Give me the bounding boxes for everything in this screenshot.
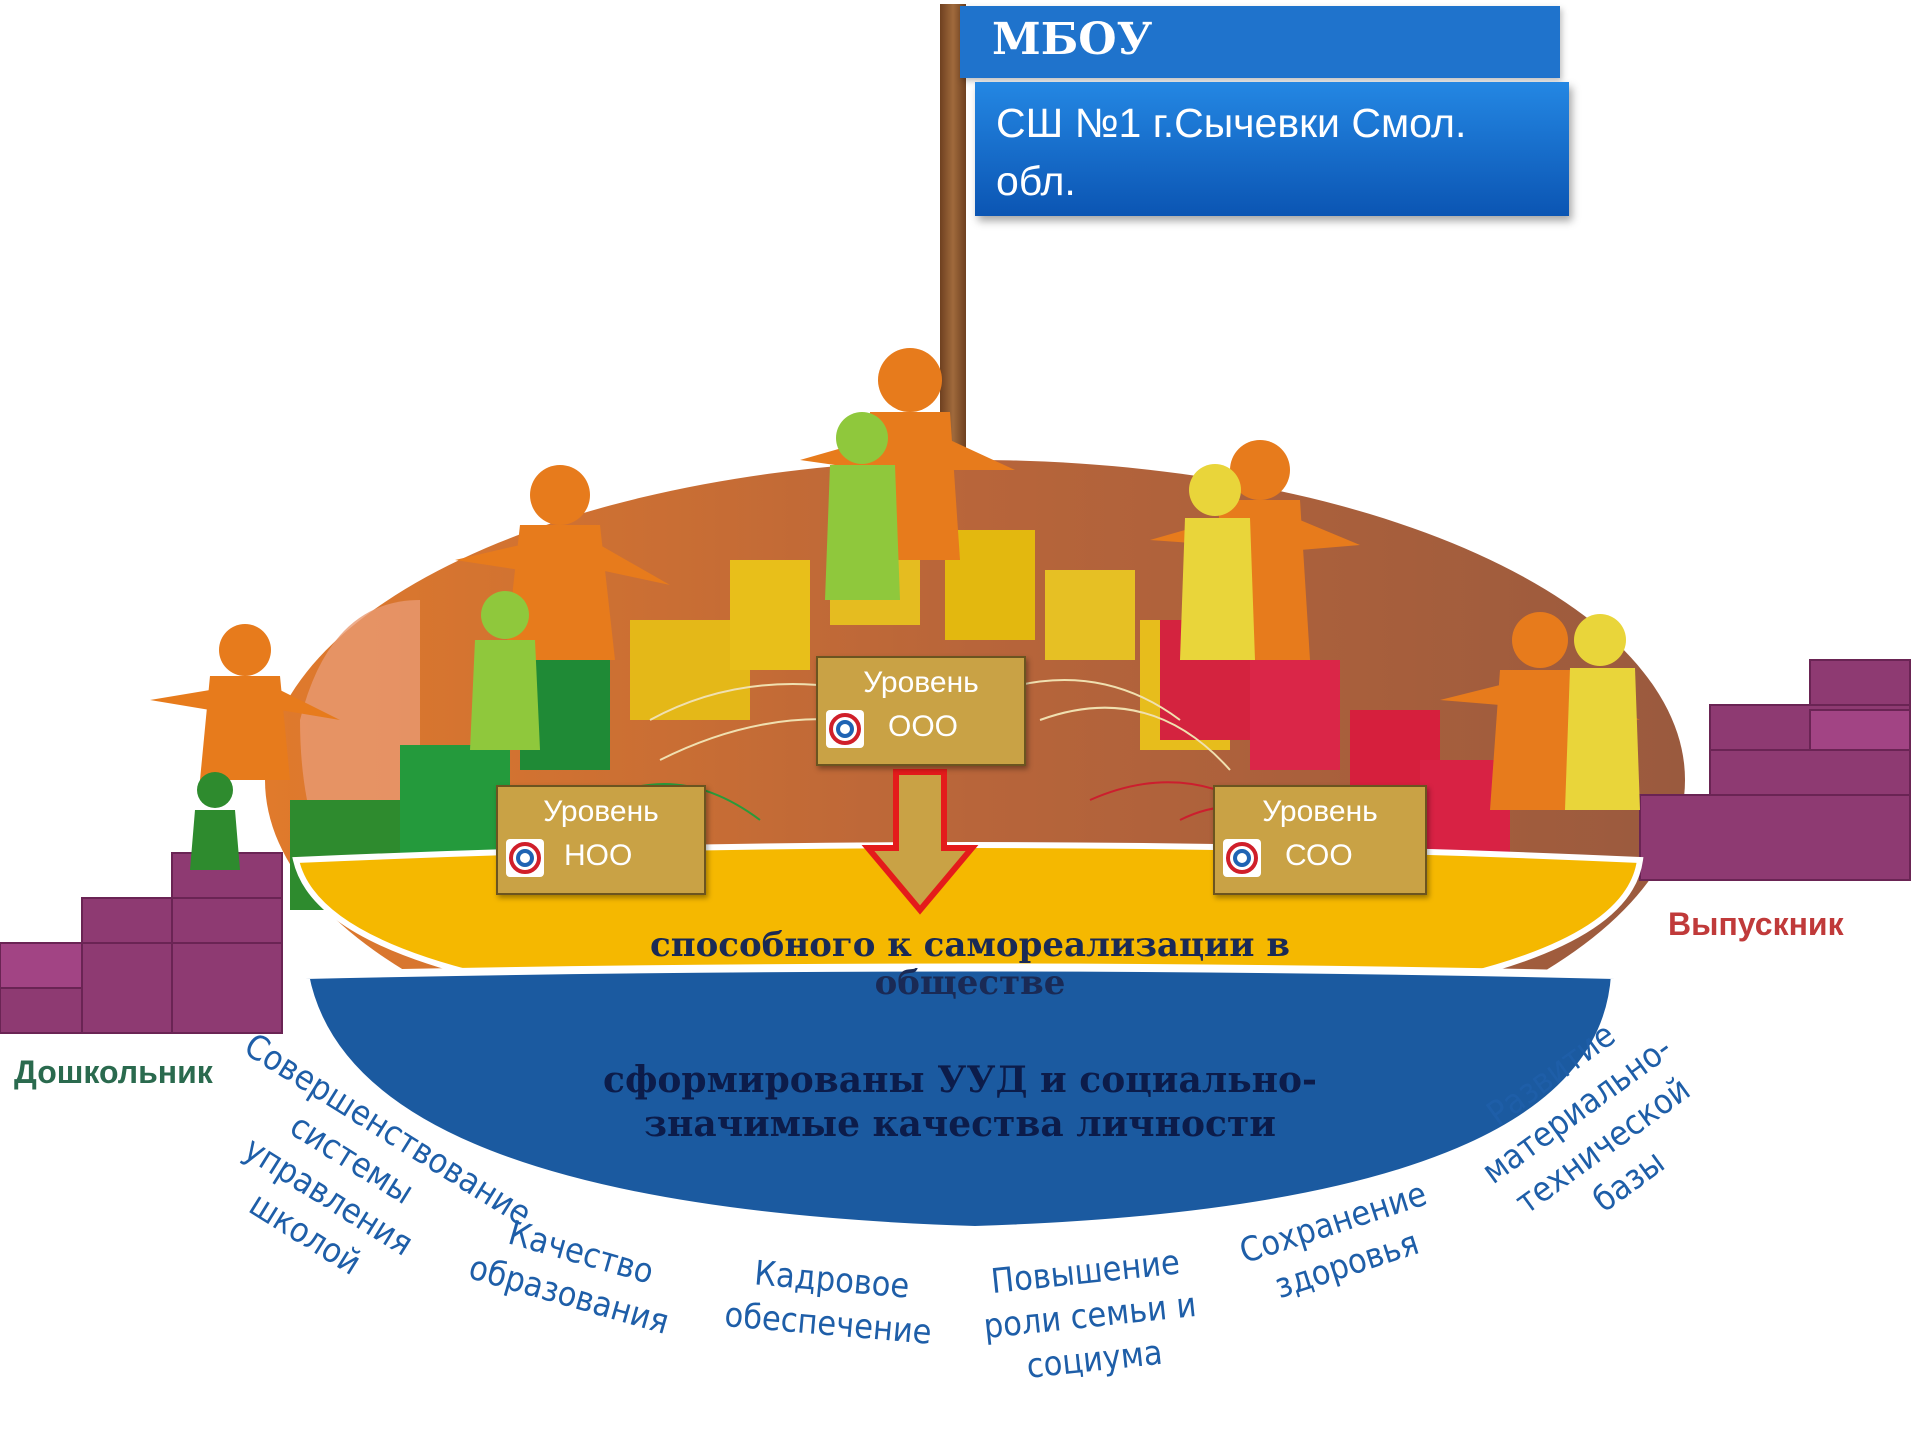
down-arrow [861,769,979,915]
school-logo-icon [506,839,544,877]
level-soo-name: СОО [1285,839,1353,872]
school-logo-icon [826,710,864,748]
figures [150,348,1640,870]
sign-header [960,6,1560,78]
school-logo-icon [1223,839,1261,877]
level-soo-label: Уровень [1262,795,1378,828]
sign-title: МБОУ [992,14,1153,65]
level-noo-label: Уровень [543,795,659,828]
sign-subtitle: СШ №1 г.Сычевки Смол. обл. [996,100,1467,204]
level-ooo-label: Уровень [863,666,979,699]
direction-family: Повышение роли семьи и социума [981,1242,1199,1387]
yellow-band-text: способного к самореализации в обществе [650,925,1290,1003]
sign-subtitle-panel [975,82,1569,216]
end-label: Выпускник [1668,906,1844,942]
start-label: Дошкольник [14,1054,213,1090]
level-noo-name: НОО [564,839,633,872]
blue-band [300,963,1620,1235]
blue-band-text: сформированы УУД и социально-значимые ка… [603,1059,1317,1145]
stairs-left [0,852,283,1034]
level-noo: Уровень НОО [496,785,706,895]
stairs-right [1639,659,1911,881]
level-soo: Уровень СОО [1213,785,1427,895]
level-ooo: Уровень ООО [816,656,1026,766]
level-ooo-name: ООО [888,710,959,743]
